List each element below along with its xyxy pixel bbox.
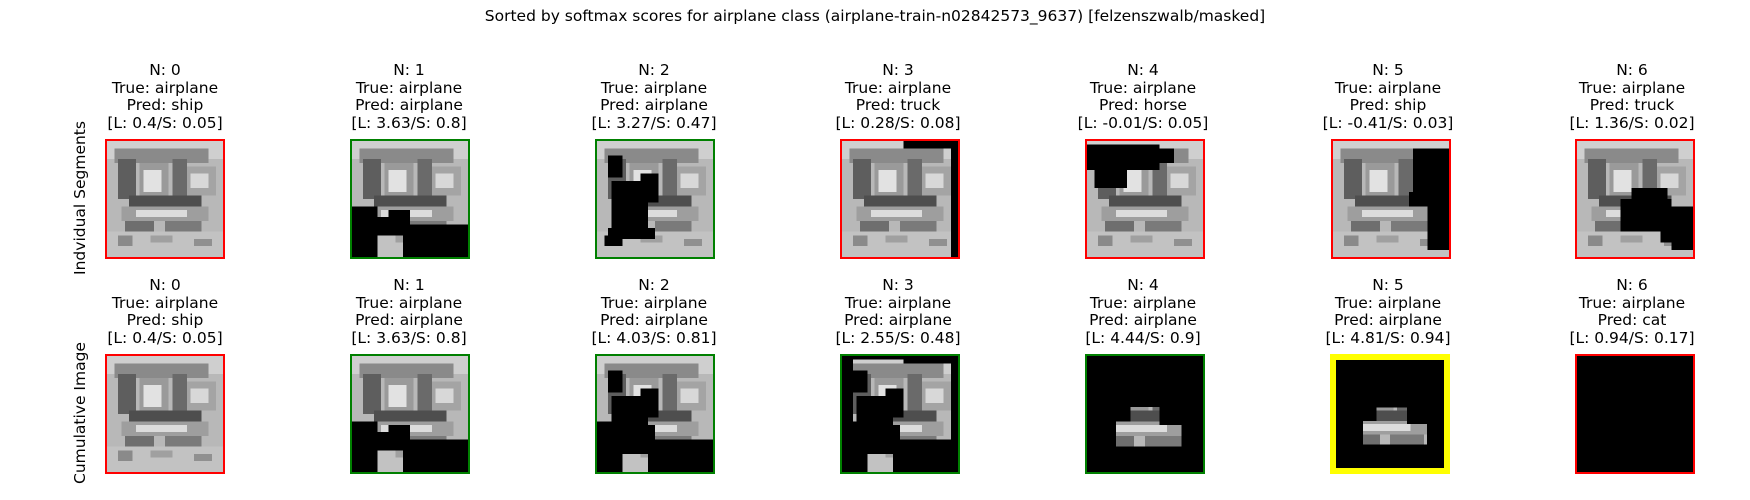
masked-image	[597, 141, 713, 257]
panel-predicted-label-text: Pred: airplane	[355, 96, 463, 114]
segment-image-frame	[105, 354, 225, 474]
panel-true-label-text: True: airplane	[844, 78, 952, 97]
panel-true-label-text: True: airplane	[1334, 293, 1442, 312]
panel-true-label-text: True: airplane	[1578, 293, 1686, 312]
masked-image	[351, 356, 468, 472]
masked-image	[1577, 356, 1693, 472]
panel-score-text: [L: 0.4/S: 0.05]	[107, 113, 223, 132]
panel-score-text: [L: 2.55/S: 0.48]	[835, 328, 961, 347]
segment-image-frame	[1329, 354, 1450, 474]
panel-index-text: N: 0	[149, 276, 181, 294]
panel-index-text: N: 0	[149, 61, 181, 79]
panel-score-text: [L: 3.63/S: 0.8]	[351, 328, 467, 347]
panel-true-label-text: True: airplane	[600, 293, 708, 312]
panel-predicted-label-text: Pred: truck	[1589, 96, 1675, 114]
panel-predicted-label-text: Pred: truck	[855, 96, 941, 114]
panel-true-label-text: True: airplane	[355, 293, 463, 312]
panel-index-text: N: 1	[393, 61, 425, 79]
masked-image	[1577, 141, 1693, 257]
panel-index-text: N: 6	[1616, 61, 1648, 79]
masked-image	[107, 141, 223, 257]
panel-true-label-text: True: airplane	[1334, 78, 1442, 97]
panel-true-label-text: True: airplane	[111, 293, 219, 312]
panel-index-text: N: 5	[1372, 61, 1404, 79]
masked-image	[107, 356, 223, 472]
panel-score-text: [L: 0.28/S: 0.08]	[835, 113, 961, 132]
panel-index-text: N: 4	[1127, 61, 1159, 79]
masked-image	[1332, 141, 1449, 257]
segment-image-frame	[595, 139, 715, 259]
masked-image	[1087, 356, 1203, 472]
segment-image-frame	[1330, 139, 1451, 259]
panel-index-text: N: 5	[1372, 276, 1404, 294]
panel-index-text: N: 3	[882, 276, 914, 294]
segment-image-frame	[349, 354, 470, 474]
segment-image-frame	[839, 354, 960, 474]
panel-score-text: [L: 4.81/S: 0.94]	[1325, 328, 1451, 347]
panel-score-text: [L: -0.41/S: 0.03]	[1322, 113, 1454, 132]
panel-true-label-text: True: airplane	[844, 293, 952, 312]
row-label-individual: Indvidual Segments	[71, 121, 89, 275]
panel-true-label-text: True: airplane	[1089, 293, 1197, 312]
panel-score-text: [L: 4.03/S: 0.81]	[591, 328, 717, 347]
segment-image-frame	[1575, 139, 1695, 259]
panel-true-label-text: True: airplane	[1089, 78, 1197, 97]
panel-predicted-label-text: Pred: ship	[1349, 96, 1427, 114]
panel-index-text: N: 2	[638, 276, 670, 294]
panel-score-text: [L: 1.36/S: 0.02]	[1569, 113, 1695, 132]
row-label-cumulative: Cumulative Image	[71, 342, 89, 484]
panel-predicted-label-text: Pred: airplane	[1089, 311, 1197, 329]
panel-score-text: [L: 0.4/S: 0.05]	[107, 328, 223, 347]
panel-score-text: [L: 3.27/S: 0.47]	[591, 113, 717, 132]
figure-title: Sorted by softmax scores for airplane cl…	[484, 7, 1266, 25]
masked-image	[1335, 360, 1444, 468]
segment-image-frame	[595, 354, 715, 474]
panel-index-text: N: 1	[393, 276, 425, 294]
panel-predicted-label-text: Pred: airplane	[600, 311, 708, 329]
panel-index-text: N: 6	[1616, 276, 1648, 294]
panel-predicted-label-text: Pred: horse	[1099, 96, 1187, 114]
masked-image	[597, 356, 713, 472]
segment-image-frame	[1085, 354, 1205, 474]
panel-true-label-text: True: airplane	[355, 78, 463, 97]
segment-image-frame	[1575, 354, 1695, 474]
panel-predicted-label-text: Pred: airplane	[600, 96, 708, 114]
masked-image	[841, 141, 958, 257]
panel-index-text: N: 2	[638, 61, 670, 79]
panel-predicted-label-text: Pred: ship	[126, 96, 204, 114]
panel-predicted-label-text: Pred: airplane	[355, 311, 463, 329]
segment-image-frame	[349, 139, 470, 259]
panel-true-label-text: True: airplane	[600, 78, 708, 97]
panel-score-text: [L: -0.01/S: 0.05]	[1077, 113, 1209, 132]
panel-score-text: [L: 0.94/S: 0.17]	[1569, 328, 1695, 347]
segment-image-frame	[105, 139, 225, 259]
masked-image	[351, 141, 468, 257]
panel-predicted-label-text: Pred: airplane	[1334, 311, 1442, 329]
masked-image	[1087, 141, 1203, 257]
panel-index-text: N: 3	[882, 61, 914, 79]
segment-image-frame	[839, 139, 960, 259]
panel-predicted-label-text: Pred: airplane	[844, 311, 952, 329]
panel-score-text: [L: 3.63/S: 0.8]	[351, 113, 467, 132]
panel-index-text: N: 4	[1127, 276, 1159, 294]
panel-true-label-text: True: airplane	[111, 78, 219, 97]
panel-predicted-label-text: Pred: cat	[1597, 311, 1667, 329]
segment-image-frame	[1085, 139, 1205, 259]
panel-score-text: [L: 4.44/S: 0.9]	[1085, 328, 1201, 347]
masked-image	[841, 356, 958, 472]
panel-true-label-text: True: airplane	[1578, 78, 1686, 97]
panel-predicted-label-text: Pred: ship	[126, 311, 204, 329]
